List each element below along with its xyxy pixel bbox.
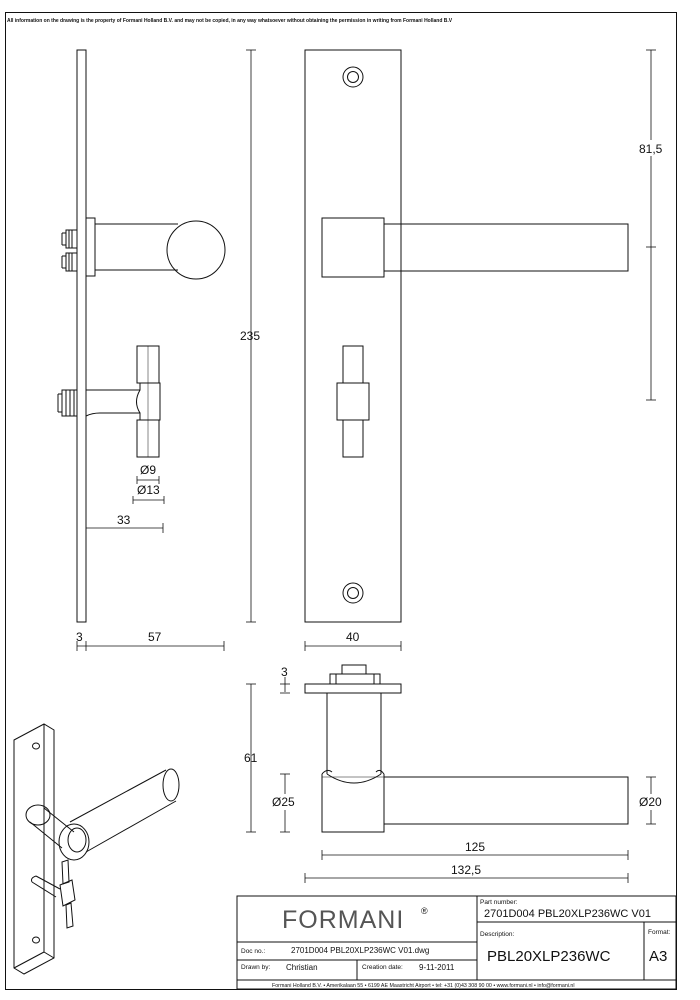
- dim-40: 40: [346, 630, 360, 644]
- dim-25: Ø25: [272, 795, 295, 809]
- front-lever-rosette: [321, 217, 385, 278]
- side-lever-end: [166, 220, 226, 280]
- side-view: [57, 49, 226, 623]
- side-plate: [76, 49, 87, 623]
- disclaimer: All information on the drawing is the pr…: [7, 18, 453, 24]
- doc-no-label: Doc no.:: [241, 948, 265, 955]
- dim-3-side: 3: [281, 665, 288, 679]
- drawing-border: [5, 12, 677, 990]
- description-label: Description:: [480, 931, 515, 938]
- front-plate: [304, 49, 402, 623]
- dim-61: 61: [244, 751, 258, 765]
- dim-20: Ø20: [639, 795, 662, 809]
- dim-132-5: 132,5: [451, 863, 481, 877]
- side-dimensions: [76, 49, 256, 651]
- side-lever-rosette: [85, 217, 96, 277]
- dim-235: 235: [240, 329, 260, 343]
- creation-date: 9-11-2011: [419, 963, 455, 972]
- front-dimensions: [304, 49, 656, 651]
- description: PBL20XLP236WC: [487, 948, 611, 965]
- doc-no: 2701D004 PBL20XLP236WC V01.dwg: [291, 946, 429, 955]
- brand-logo: FORMANI: [282, 906, 404, 934]
- part-number: 2701D004 PBL20XLP236WC V01: [484, 908, 651, 920]
- dim-81-5: 81,5: [639, 142, 663, 156]
- dim-57: 57: [148, 630, 162, 644]
- drawn-by: Christian: [286, 963, 318, 972]
- top-view: [304, 664, 629, 833]
- title-block: [236, 895, 677, 990]
- top-dimensions: [246, 677, 656, 883]
- front-view: [304, 49, 629, 623]
- format: A3: [649, 948, 667, 965]
- registered-mark: ®: [421, 906, 428, 916]
- isometric-view: [13, 723, 180, 975]
- front-lever: [383, 223, 629, 272]
- part-number-label: Part number:: [480, 899, 518, 906]
- format-label: Format:: [648, 929, 671, 936]
- footer-address: Formani Holland B.V. • Amerikalaan 55 • …: [272, 983, 575, 989]
- dim-9: Ø9: [140, 463, 156, 477]
- dim-125: 125: [465, 840, 485, 854]
- dim-13: Ø13: [137, 483, 160, 497]
- dim-33: 33: [117, 513, 131, 527]
- creation-date-label: Creation date:: [362, 964, 403, 971]
- drawn-by-label: Drawn by:: [241, 964, 270, 971]
- dim-3-top: 3: [76, 630, 83, 644]
